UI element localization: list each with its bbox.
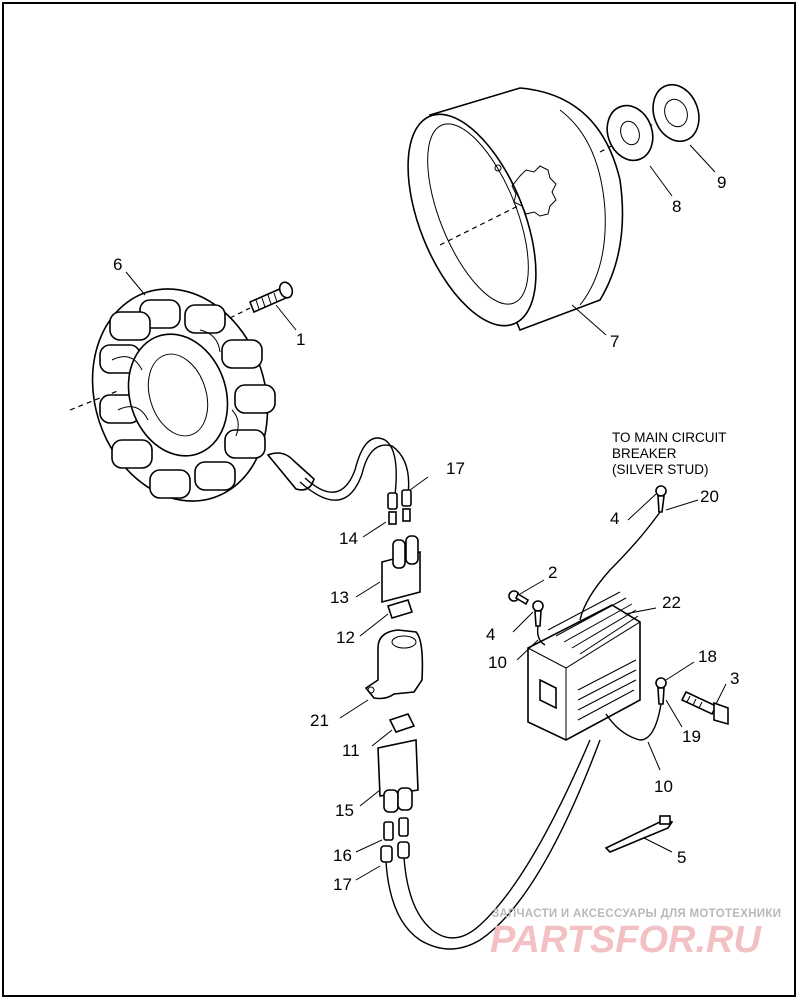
ground-wire[interactable] xyxy=(579,485,667,621)
note-line-3: (SILVER STUD) xyxy=(612,462,709,477)
leader-lines xyxy=(125,144,727,881)
secondary-lock-upper[interactable] xyxy=(386,599,414,619)
terminal-pins-upper[interactable] xyxy=(388,508,411,525)
note-line-2: BREAKER xyxy=(612,446,677,461)
terminal-upper[interactable] xyxy=(387,489,412,510)
callout-20: 20 xyxy=(700,487,719,506)
callout-numbers: 1 2 3 4 4 5 6 7 8 9 10 10 11 12 13 14 15… xyxy=(113,173,739,894)
voltage-regulator[interactable] xyxy=(527,591,641,741)
watermark-logo: PARTSFOR.RU xyxy=(490,919,762,961)
stator[interactable] xyxy=(66,266,294,524)
screw-axis-line xyxy=(229,307,251,319)
callout-11: 11 xyxy=(342,741,360,760)
connector-bracket[interactable] xyxy=(364,629,424,700)
cable-tie[interactable] xyxy=(604,815,674,853)
connector-housing-upper[interactable] xyxy=(381,535,421,604)
note-line-1: TO MAIN CIRCUIT xyxy=(612,430,727,445)
callout-22: 22 xyxy=(662,593,681,612)
callout-21: 21 xyxy=(310,711,329,730)
callout-17-upper: 17 xyxy=(446,459,465,478)
callout-19: 19 xyxy=(682,727,701,746)
stator-wire-harness xyxy=(266,437,410,501)
callout-6: 6 xyxy=(113,255,122,274)
callout-13: 13 xyxy=(330,588,349,607)
callout-4-lower: 4 xyxy=(486,625,495,644)
callout-16: 16 xyxy=(333,846,352,865)
callout-10-lower: 10 xyxy=(654,777,673,796)
callout-8: 8 xyxy=(672,197,681,216)
stator-screw[interactable] xyxy=(248,280,295,314)
secondary-lock-lower[interactable] xyxy=(388,713,416,733)
callout-15: 15 xyxy=(335,801,354,820)
watermark: ЗАПЧАСТИ И АКСЕССУАРЫ ДЛЯ МОТОТЕХНИКИ PA… xyxy=(490,908,781,961)
terminal-pins-lower[interactable] xyxy=(383,817,409,841)
callout-3: 3 xyxy=(730,669,739,688)
callout-18: 18 xyxy=(698,647,717,666)
callout-7: 7 xyxy=(610,332,619,351)
watermark-tagline: ЗАПЧАСТИ И АКСЕССУАРЫ ДЛЯ МОТОТЕХНИКИ xyxy=(492,908,781,920)
regulator-screw[interactable] xyxy=(508,590,530,606)
connector-housing-lower[interactable] xyxy=(377,739,419,813)
callout-5: 5 xyxy=(677,848,686,867)
callout-4-upper: 4 xyxy=(610,509,619,528)
callout-1: 1 xyxy=(296,330,305,349)
spacer-washer[interactable] xyxy=(600,99,660,167)
terminal-lower[interactable] xyxy=(380,841,410,863)
callout-17-lower: 17 xyxy=(333,875,352,894)
regulator-wire-upper xyxy=(536,625,546,646)
callout-14: 14 xyxy=(339,529,358,548)
callout-10-upper: 10 xyxy=(488,653,507,672)
callout-9: 9 xyxy=(717,173,726,192)
mounting-bolt[interactable] xyxy=(680,690,729,726)
rotor[interactable] xyxy=(382,87,624,343)
regulator-output-wires xyxy=(385,739,601,950)
breaker-note: TO MAIN CIRCUIT BREAKER (SILVER STUD) xyxy=(612,430,727,477)
callout-12: 12 xyxy=(336,628,355,647)
ring-terminal-upper[interactable] xyxy=(532,600,544,627)
regulator-wire-lower xyxy=(605,703,662,741)
callout-2: 2 xyxy=(548,563,557,582)
rotor-washer[interactable] xyxy=(645,78,706,148)
ring-terminal-right[interactable] xyxy=(655,677,667,705)
